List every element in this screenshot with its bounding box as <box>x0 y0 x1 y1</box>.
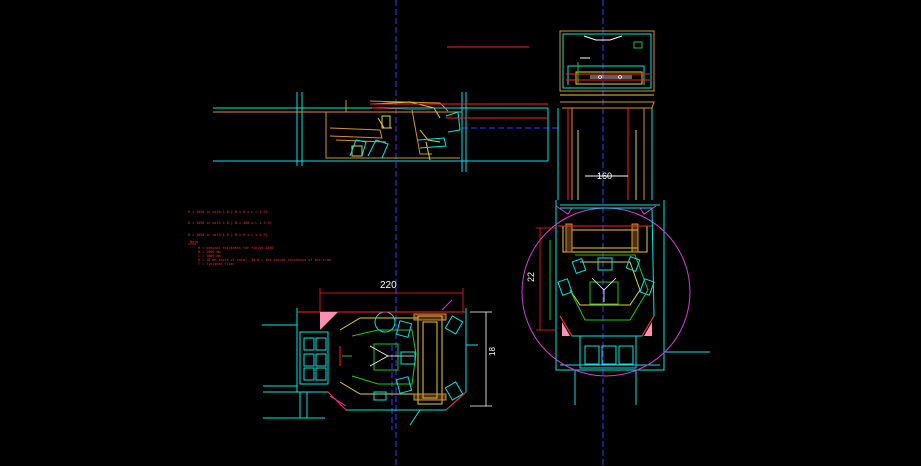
side-elevation <box>213 46 549 172</box>
note-line-9: T = finished floor <box>198 262 235 266</box>
note-line-6: B = 1800 mm <box>198 250 221 254</box>
plan-left <box>262 288 492 426</box>
dimension-side-width: 160 <box>597 171 613 181</box>
note-line-8: H = 18 mm thick of total, 30-8 = the act… <box>198 258 331 262</box>
dimension-front-depth: 18 <box>488 347 497 356</box>
note-line-1: H = 1050 in with 1.8 [ B x H x L = 1.9] <box>188 210 268 214</box>
note-line-3: H = 1050 in with 1.8 [ B x H x L x 1.9] <box>188 233 268 237</box>
note-line-4: Note <box>190 240 199 244</box>
small-elevation <box>559 30 655 109</box>
note-line-7: L = 1800 mm <box>198 254 221 258</box>
note-line-2: H = 1050 in with 1.8 [ B x 400 x L x 1.9… <box>188 221 272 225</box>
plan-right <box>521 205 691 377</box>
vertical-section <box>555 108 710 405</box>
dimension-side-depth: 22 <box>526 271 536 282</box>
dimension-front-width: 220 <box>380 280 397 291</box>
note-line-5: H = nominal thickness for finish 1800 <box>198 246 274 250</box>
